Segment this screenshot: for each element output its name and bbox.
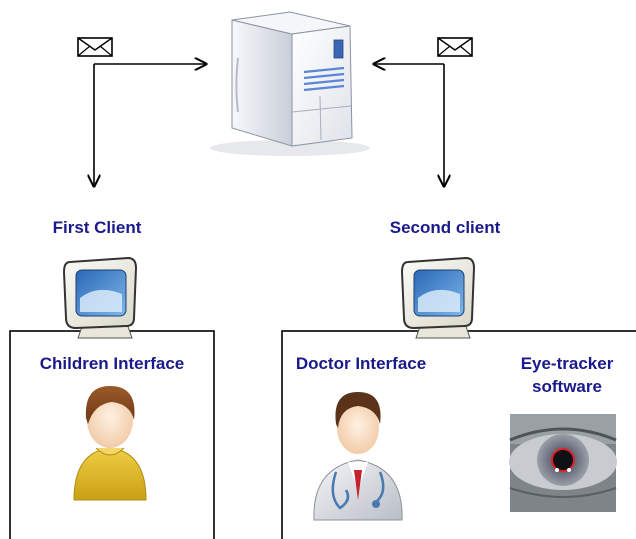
- eye-tracker-image: [509, 414, 617, 512]
- second-client-title: Second client: [390, 218, 501, 237]
- left-connector: [94, 64, 206, 186]
- eye-tracker-label-line1: Eye-tracker: [521, 354, 614, 373]
- child-user-icon: [73, 386, 147, 501]
- doctor-interface-label: Doctor Interface: [296, 354, 426, 373]
- monitor-icon: [62, 256, 138, 339]
- envelope-icon: [77, 37, 113, 57]
- first-client-title: First Client: [53, 218, 142, 237]
- envelope-icon: [437, 37, 473, 57]
- right-connector: [374, 64, 444, 186]
- children-interface-label: Children Interface: [40, 354, 185, 373]
- monitor-icon: [400, 256, 476, 339]
- eye-tracker-label-line2: software: [532, 377, 602, 396]
- doctor-icon: [313, 392, 403, 521]
- server-icon: [210, 11, 370, 156]
